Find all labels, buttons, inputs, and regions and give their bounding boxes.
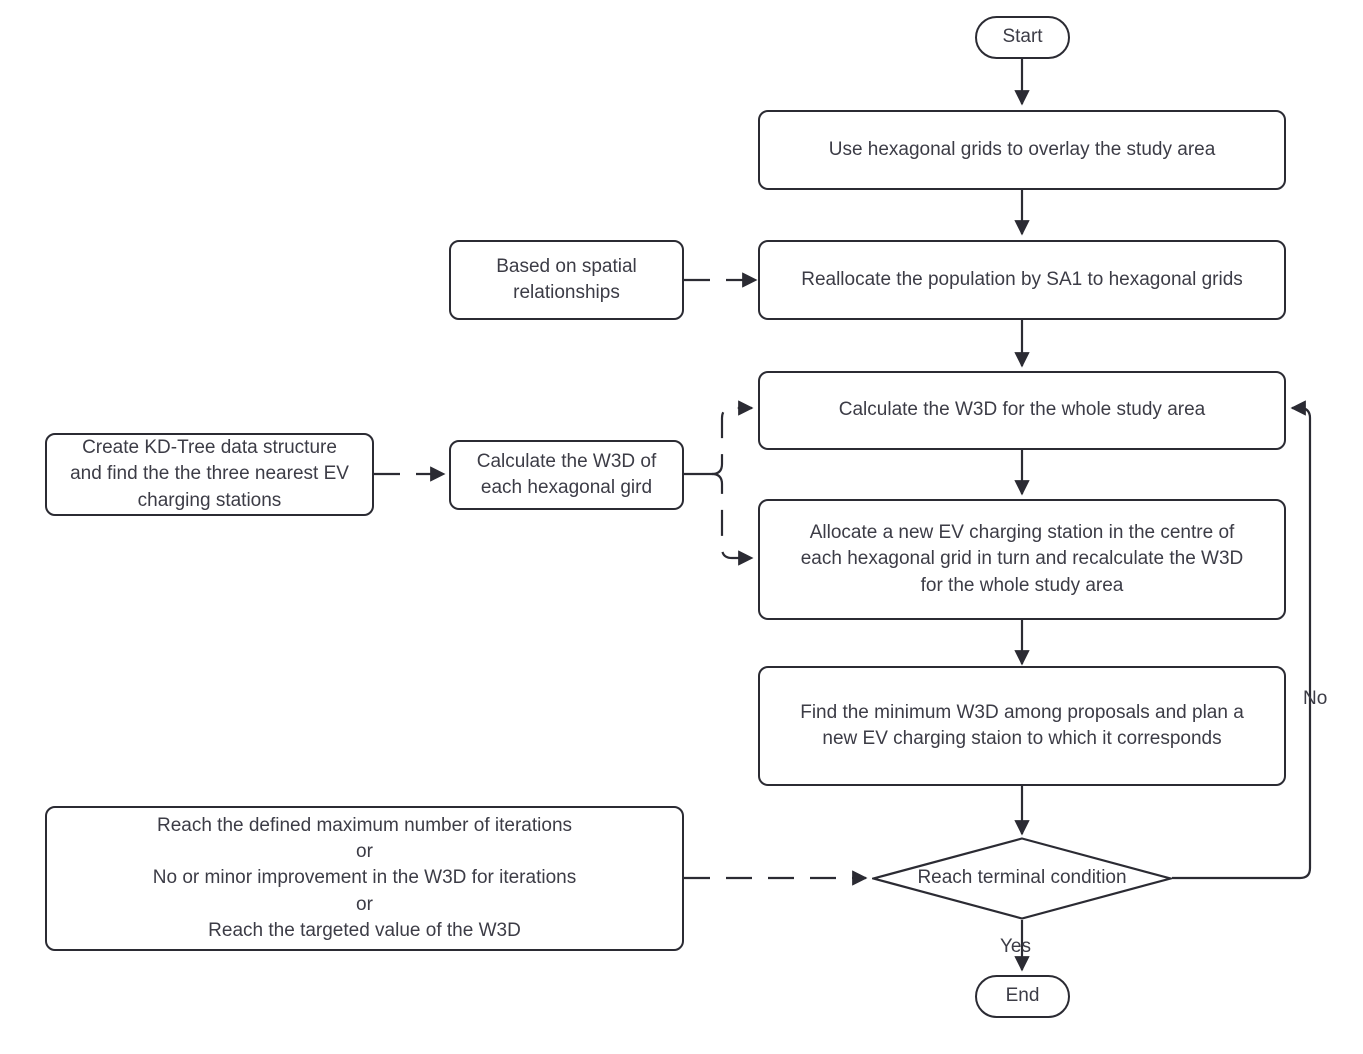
node-start[interactable]: Start <box>975 16 1070 59</box>
decision-diamond-shape <box>872 837 1172 920</box>
node-spatial-note-label: Based on spatial relationships <box>496 255 637 303</box>
node-overlay-grids-label: Use hexagonal grids to overlay the study… <box>828 138 1216 160</box>
node-w3d-whole-area-label: Calculate the W3D for the whole study ar… <box>838 399 1206 421</box>
node-reallocate-population-label: Reallocate the population by SA1 to hexa… <box>801 268 1243 290</box>
edge-decision-no-loop <box>1172 400 1312 880</box>
edge-label-yes: Yes <box>1000 936 1031 958</box>
node-w3d-each-grid-label: Calculate the W3D of each hexagonal gird <box>476 450 657 498</box>
node-end[interactable]: End <box>975 975 1070 1018</box>
edge-label-no: No <box>1303 688 1327 710</box>
node-spatial-note[interactable]: Based on spatial relationships <box>449 240 684 320</box>
node-end-label: End <box>1005 985 1040 1007</box>
edge-label-yes-text: Yes <box>1000 936 1031 957</box>
node-kd-tree[interactable]: Create KD-Tree data structure and find t… <box>45 433 374 516</box>
node-find-minimum[interactable]: Find the minimum W3D among proposals and… <box>758 666 1286 786</box>
node-find-minimum-label: Find the minimum W3D among proposals and… <box>800 701 1244 749</box>
node-reallocate-population[interactable]: Reallocate the population by SA1 to hexa… <box>758 240 1286 320</box>
node-allocate-new-station[interactable]: Allocate a new EV charging station in th… <box>758 499 1286 620</box>
node-terminal-criteria-label: Reach the defined maximum number of iter… <box>152 814 577 941</box>
node-decision-terminal-condition[interactable]: Reach terminal condition <box>872 837 1172 920</box>
edge-label-no-text: No <box>1303 688 1328 709</box>
node-w3d-each-grid[interactable]: Calculate the W3D of each hexagonal gird <box>449 440 684 510</box>
node-allocate-new-station-label: Allocate a new EV charging station in th… <box>800 522 1244 596</box>
node-decision-label: Reach terminal condition <box>917 867 1127 889</box>
node-overlay-grids[interactable]: Use hexagonal grids to overlay the study… <box>758 110 1286 190</box>
edge-w3d-grid-branch-up <box>711 400 754 476</box>
node-start-label: Start <box>1002 26 1043 48</box>
node-w3d-whole-area[interactable]: Calculate the W3D for the whole study ar… <box>758 371 1286 450</box>
node-terminal-criteria[interactable]: Reach the defined maximum number of iter… <box>45 806 684 951</box>
edge-w3d-grid-branch-down <box>711 472 754 566</box>
node-kd-tree-label: Create KD-Tree data structure and find t… <box>70 437 349 511</box>
